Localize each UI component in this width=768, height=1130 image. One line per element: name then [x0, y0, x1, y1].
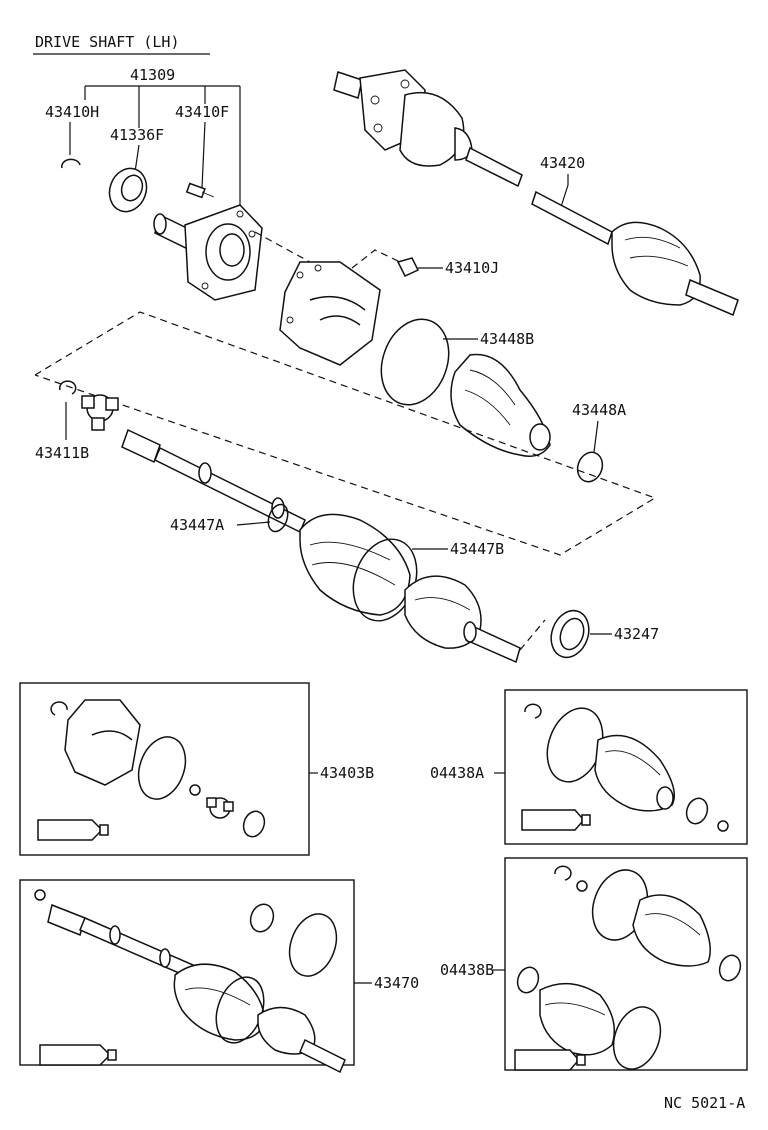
part-label-43247: 43247: [614, 625, 659, 643]
assembly-line-seal: [519, 619, 546, 651]
part-label-43411B: 43411B: [35, 444, 89, 462]
boot-clamp-43448A: [576, 451, 604, 483]
boot-clamp-43448B: [380, 318, 450, 406]
leader-43448A: [593, 420, 599, 453]
kit-box-43403B: [19, 682, 310, 856]
part-label-43403B: 43403B: [320, 764, 374, 782]
kit-box-43470: [19, 879, 355, 1066]
inner-boot: [299, 513, 411, 616]
kit-04438B-contents: [514, 865, 742, 1071]
part-label-43410J: 43410J: [445, 259, 499, 277]
joint-boot: [450, 353, 551, 457]
tripod-joint: [81, 394, 119, 431]
drive-shaft-assembly-43420-inboard: [333, 69, 523, 188]
kit-box-04438A: [504, 689, 748, 845]
main-drive-shaft: [121, 428, 306, 534]
diagram-title: DRIVE SHAFT (LH): [35, 33, 180, 51]
part-label-04438A: 04438A: [430, 764, 484, 782]
kit-43470-contents: [34, 889, 346, 1074]
assembly-group-outline: [34, 311, 657, 556]
part-label-41336F: 41336F: [110, 126, 164, 144]
part-label-43470: 43470: [374, 974, 419, 992]
dust-seal-43247: [550, 609, 590, 659]
diagram-code: NC 5021-A: [664, 1094, 745, 1112]
outboard-joint-housing: [279, 261, 381, 366]
leader-43410F: [201, 121, 206, 189]
leader-41336F: [134, 144, 140, 173]
nut-43410J: [396, 257, 420, 277]
leader-43420: [559, 174, 569, 211]
leader-43447A: [236, 521, 271, 526]
kit-04438A-contents: [521, 703, 729, 832]
bolt-43410F: [185, 182, 215, 199]
part-label-43420: 43420: [540, 154, 585, 172]
clamp-43447A: [267, 503, 289, 533]
oil-seal-41336F: [108, 167, 148, 213]
snap-ring-43410H: [61, 158, 81, 169]
outer-cv-joint: [404, 575, 521, 664]
inboard-joint-flange: [153, 204, 263, 301]
kit-43403B-contents: [37, 699, 266, 841]
part-label-43410F: 43410F: [175, 103, 229, 121]
part-label-43448B: 43448B: [480, 330, 534, 348]
snap-ring-43411B: [58, 380, 77, 395]
part-label-41309: 41309: [130, 66, 175, 84]
assembly-line-nut: [351, 249, 401, 269]
part-label-43410H: 43410H: [45, 103, 99, 121]
part-label-43448A: 43448A: [572, 401, 626, 419]
part-label-43447A: 43447A: [170, 516, 224, 534]
part-label-04438B: 04438B: [440, 961, 494, 979]
drive-shaft-assembly-43420-outboard: [531, 190, 739, 317]
assembly-line-flange: [254, 231, 311, 263]
part-label-43447B: 43447B: [450, 540, 504, 558]
kit-box-04438B: [504, 857, 748, 1071]
callout-41309: [84, 85, 241, 205]
